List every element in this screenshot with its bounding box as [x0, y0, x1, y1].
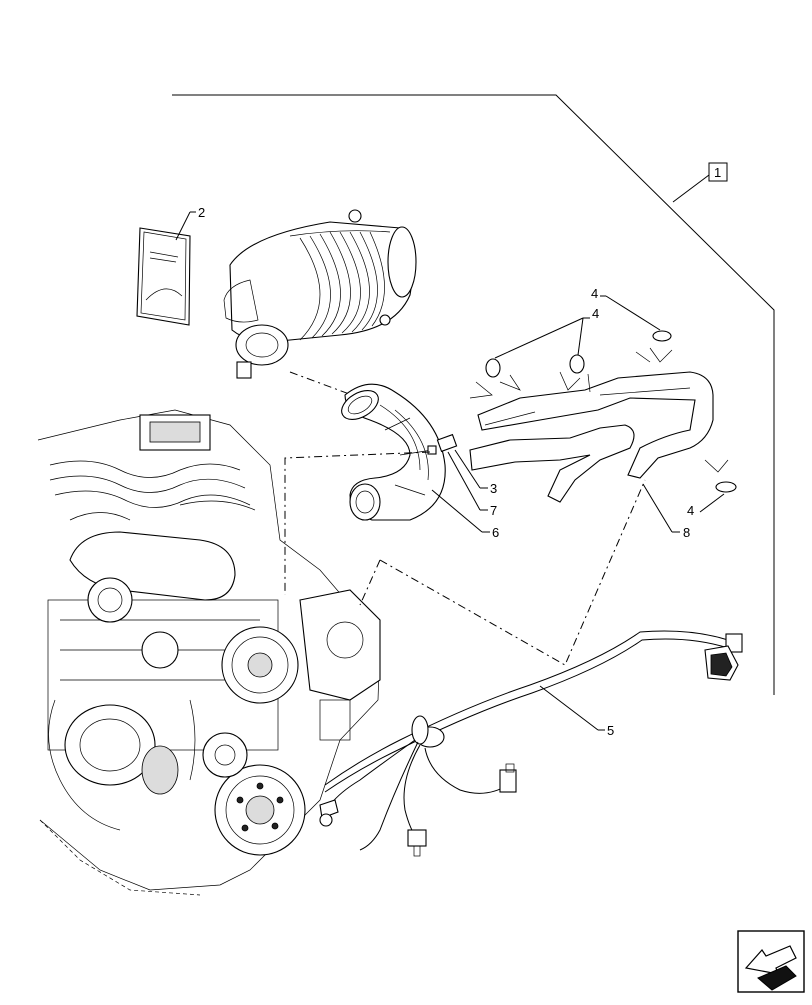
callout-8: 8	[683, 525, 690, 540]
manual-illustration: 2	[136, 205, 205, 326]
callout-4-mid: 4	[592, 306, 599, 321]
callout-7: 7	[490, 503, 497, 518]
callout-6: 6	[492, 525, 499, 540]
engine-illustration	[37, 409, 381, 896]
clamp-illustration: 3 7	[427, 433, 497, 518]
callout-3: 3	[490, 481, 497, 496]
assembly-leader-4	[379, 479, 646, 666]
assembly-leader-1	[289, 371, 361, 399]
callout-1: 1	[714, 165, 721, 180]
hose-illustration: 8	[469, 371, 714, 540]
assembly-leader-2	[284, 451, 431, 595]
air-duct-illustration: 6	[341, 383, 499, 540]
callout-4-bottom: 4	[687, 503, 694, 518]
assembly-leader-3	[359, 559, 381, 606]
orientation-arrow-icon	[737, 930, 805, 993]
clip-illustrations: 4 4 4	[469, 286, 737, 518]
harness-illustration: 5	[319, 630, 743, 857]
air-filter-illustration	[223, 209, 417, 379]
callout-2: 2	[198, 205, 205, 220]
callout-4-top: 4	[591, 286, 598, 301]
callout-box-1	[708, 162, 728, 182]
callout-5: 5	[607, 723, 614, 738]
group-bracket: 1	[172, 94, 775, 695]
